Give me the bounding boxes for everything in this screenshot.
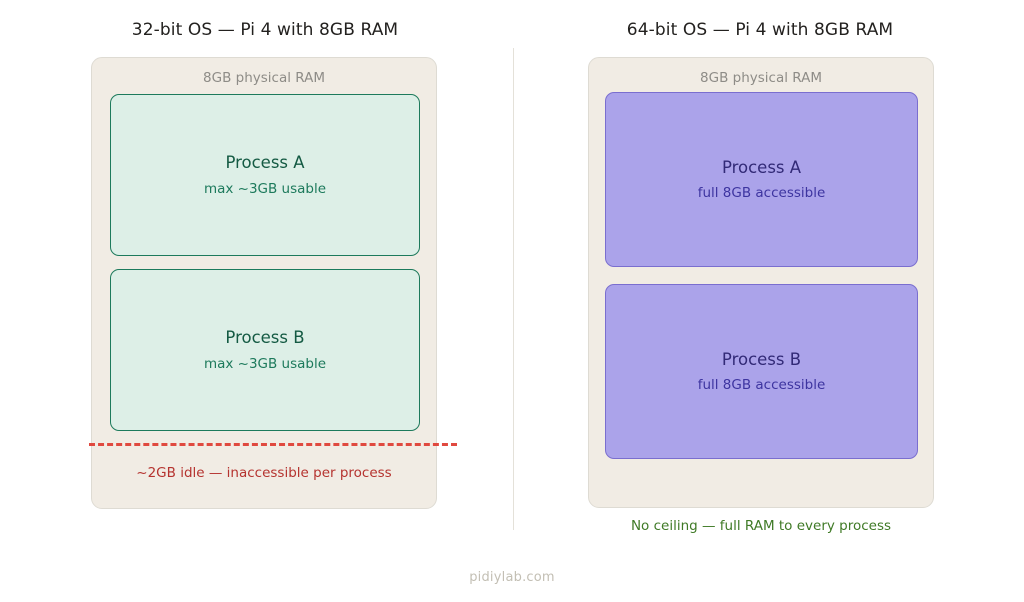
process-box-a-32bit: Process A max ~3GB usable <box>110 94 420 256</box>
process-box-b-64bit: Process B full 8GB accessible <box>605 284 918 459</box>
ram-panel-32bit: 8GB physical RAM Process A max ~3GB usab… <box>91 57 437 509</box>
memory-ceiling-label: ~2GB idle — inaccessible per process <box>136 465 392 481</box>
process-box-a-64bit: Process A full 8GB accessible <box>605 92 918 267</box>
process-a-subtitle-right: full 8GB accessible <box>697 185 826 202</box>
site-watermark: pidiylab.com <box>469 570 555 585</box>
process-a-title-right: Process A <box>721 157 802 177</box>
process-b-subtitle-right: full 8GB accessible <box>697 377 826 394</box>
process-a-title-left: Process A <box>225 153 305 172</box>
right-column-title: 64-bit OS — Pi 4 with 8GB RAM <box>626 20 894 40</box>
ram-capacity-label-right: 8GB physical RAM <box>700 70 822 86</box>
left-column-title: 32-bit OS — Pi 4 with 8GB RAM <box>131 20 399 40</box>
process-b-subtitle-left: max ~3GB usable <box>203 355 327 372</box>
ram-panel-64bit: 8GB physical RAM Process A full 8GB acce… <box>588 57 934 508</box>
process-box-b-32bit: Process B max ~3GB usable <box>110 269 420 431</box>
ram-capacity-label-left: 8GB physical RAM <box>203 70 325 86</box>
process-b-title-right: Process B <box>721 349 802 369</box>
process-a-subtitle-left: max ~3GB usable <box>203 180 327 197</box>
memory-ceiling-dashed-line <box>89 443 457 446</box>
no-ceiling-label: No ceiling — full RAM to every process <box>630 518 892 534</box>
column-divider <box>513 48 514 530</box>
process-b-title-left: Process B <box>225 328 305 347</box>
